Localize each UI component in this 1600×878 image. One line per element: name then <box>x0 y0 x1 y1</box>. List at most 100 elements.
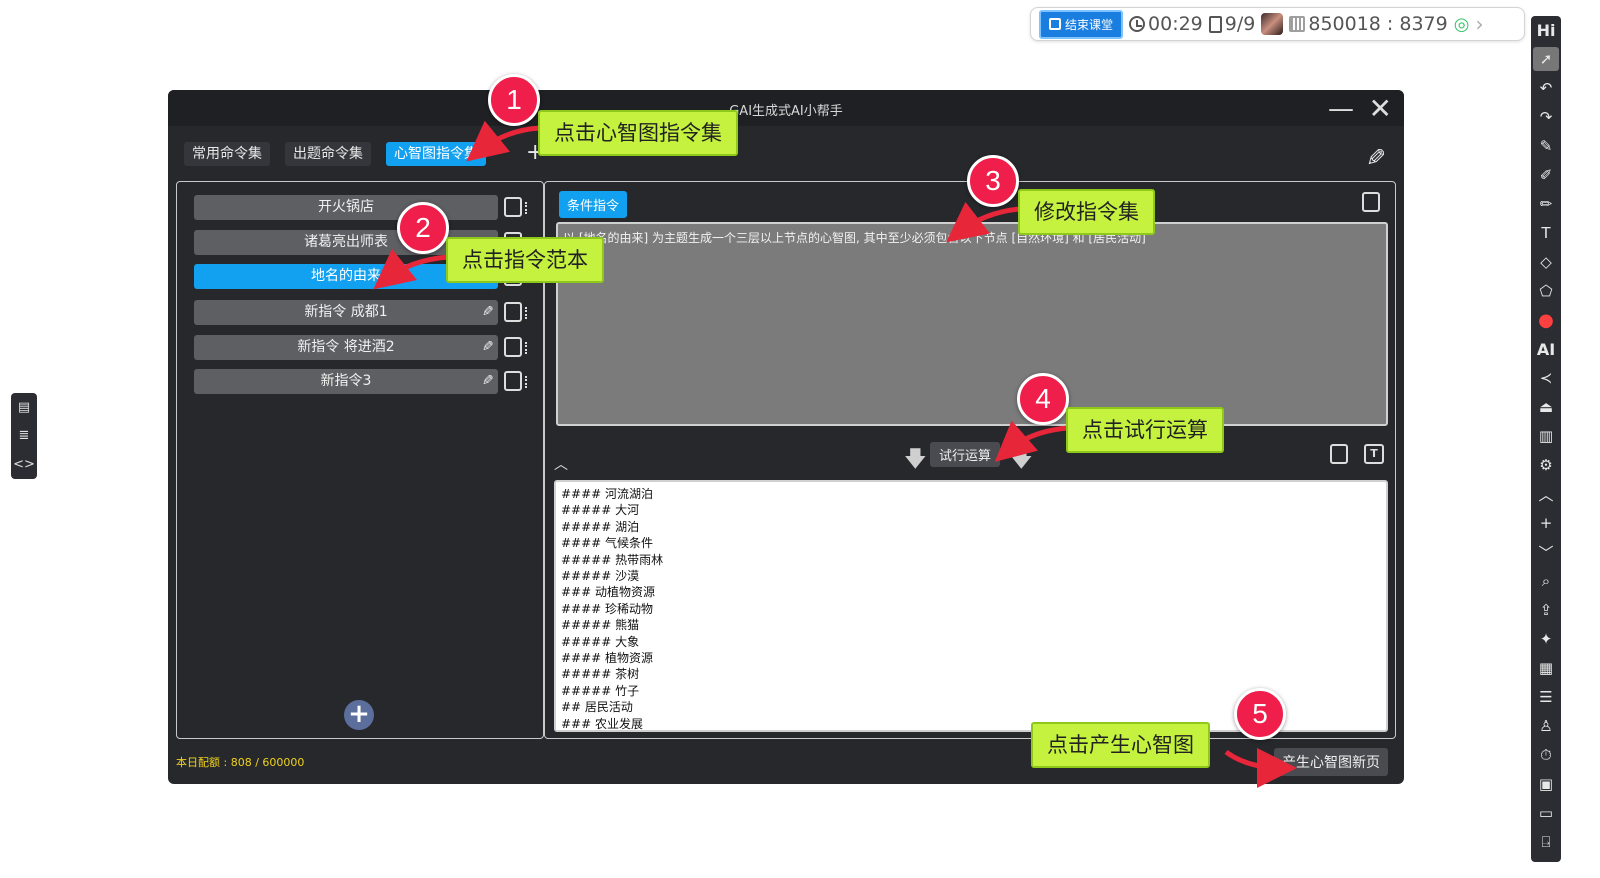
command-item[interactable]: 新指令 将进酒2 ✎ <box>194 335 498 360</box>
copy-icon[interactable] <box>504 197 527 217</box>
output-line: ### 动植物资源 <box>561 585 655 600</box>
command-list-panel <box>176 181 544 739</box>
classroom-status-bar: 结束课堂 00:29 9/9 850018 : 8379 ◎ › <box>1030 7 1525 41</box>
avatar[interactable] <box>1261 13 1284 35</box>
tab-common-commands[interactable]: 常用命令集 <box>184 142 270 166</box>
share-icon[interactable]: ≺ <box>1539 369 1553 387</box>
copy-icon[interactable] <box>504 302 527 322</box>
edit-icon[interactable]: ✎ <box>482 304 494 320</box>
timer: 00:29 <box>1129 13 1203 35</box>
eraser-icon[interactable]: ◇ <box>1540 253 1552 271</box>
command-label: 地名的由来 <box>311 268 381 284</box>
stamp-icon[interactable]: ⏏ <box>1538 398 1554 416</box>
image-icon[interactable]: ▣ <box>1538 775 1554 793</box>
page-counter: 9/9 <box>1208 13 1256 35</box>
callout-5: 点击产生心智图 <box>1031 722 1210 768</box>
code-icon[interactable]: <> <box>13 457 35 473</box>
copy-icon[interactable] <box>1362 192 1380 212</box>
command-label: 诸葛亮出师表 <box>304 234 388 250</box>
output-textarea[interactable]: #### 河流湖泊 ##### 大河 ##### 湖泊 #### 气候条件 ##… <box>554 480 1388 732</box>
menu-icon[interactable]: ≣ <box>18 428 30 444</box>
text-tool-icon[interactable]: T <box>1541 224 1551 242</box>
ai-icon[interactable]: AI <box>1536 339 1556 359</box>
highlighter-icon[interactable]: ✏ <box>1539 195 1553 213</box>
zoom-icon[interactable]: ⌕ <box>1541 572 1551 590</box>
end-class-button[interactable]: 结束课堂 <box>1039 9 1124 39</box>
chevron-right-icon[interactable]: › <box>1475 12 1484 36</box>
chevron-down-icon[interactable]: ﹀ <box>1538 543 1554 562</box>
page-value: 9/9 <box>1224 13 1256 35</box>
command-label: 开火锅店 <box>318 199 374 215</box>
prompt-textarea[interactable]: 以 [地名的由来] 为主题生成一个三层以上节点的心智图, 其中至少必须包含以下节… <box>556 222 1388 426</box>
room-code-value: 850018 : 8379 <box>1308 13 1448 35</box>
pen-icon[interactable]: ✎ <box>1539 137 1553 155</box>
command-item[interactable]: 新指令 成都1 ✎ <box>194 300 498 325</box>
stopwatch-icon[interactable]: ⏱ <box>1540 746 1552 764</box>
fill-icon[interactable]: ⬠ <box>1539 282 1553 300</box>
output-line: ##### 大河 <box>561 503 640 518</box>
clock-icon <box>1129 16 1146 32</box>
generate-mindmap-button[interactable]: 产生心智图新页 <box>1274 748 1388 776</box>
output-line: ## 居民活动 <box>561 700 633 715</box>
window-title: GAI生成式AI小帮手 <box>729 104 843 119</box>
text-export-icon[interactable]: T <box>1364 444 1384 464</box>
settings-icon[interactable]: ⚙ <box>1539 456 1553 474</box>
arrow-down-icon: 🡇 <box>1010 447 1033 472</box>
output-line: #### 植物资源 <box>561 651 654 666</box>
magic-icon[interactable]: ✦ <box>1539 630 1553 648</box>
window-titlebar <box>168 90 1404 126</box>
laser-pen-icon[interactable]: ✐ <box>1539 166 1553 184</box>
pointer-icon[interactable]: ➚ <box>1533 47 1559 71</box>
trash-icon[interactable]: ▥ <box>1538 427 1554 445</box>
output-line: ##### 竹子 <box>561 683 640 698</box>
step-badge-2: 2 <box>397 202 449 254</box>
signal-icon: ◎ <box>1453 13 1470 35</box>
trial-run-button[interactable]: 试行运算 <box>930 442 1001 467</box>
close-button[interactable]: ✕ <box>1368 92 1392 125</box>
copy-icon[interactable] <box>1330 444 1348 464</box>
arrow-down-icon: 🡇 <box>904 447 927 472</box>
command-item[interactable]: 新指令3 ✎ <box>194 369 498 394</box>
copy-icon[interactable] <box>504 337 527 357</box>
output-line: ##### 茶树 <box>561 667 640 682</box>
add-page-icon[interactable]: + <box>1539 514 1553 532</box>
step-badge-4: 4 <box>1017 373 1069 425</box>
command-item[interactable]: 开火锅店 <box>194 195 498 220</box>
callout-3: 修改指令集 <box>1018 189 1155 235</box>
exit-icon[interactable]: ⍈ <box>1541 833 1551 851</box>
command-label: 新指令3 <box>320 373 372 389</box>
collapse-icon[interactable]: ︿ <box>554 457 568 473</box>
tab-quiz-commands[interactable]: 出题命令集 <box>285 142 371 166</box>
hi-logo-icon[interactable]: Hi <box>1536 20 1556 40</box>
chevron-up-icon[interactable]: ︿ <box>1538 485 1554 504</box>
command-label: 新指令 成都1 <box>304 304 388 320</box>
screen-icon[interactable]: ▭ <box>1538 804 1554 822</box>
tab-mindmap-commands[interactable]: 心智图指令集 <box>386 142 486 166</box>
edit-icon[interactable]: ✎ <box>1365 144 1386 172</box>
minimize-button[interactable]: — <box>1328 94 1354 124</box>
command-label: 新指令 将进酒2 <box>297 339 395 355</box>
add-command-button[interactable]: + <box>344 700 374 730</box>
list-icon[interactable]: ☰ <box>1539 688 1553 706</box>
copy-icon[interactable] <box>504 371 527 391</box>
step-badge-3: 3 <box>967 155 1019 207</box>
qr-code-icon <box>1289 16 1306 32</box>
output-line: ##### 热带雨林 <box>561 552 664 567</box>
callout-2: 点击指令范本 <box>446 237 604 283</box>
edit-icon[interactable]: ✎ <box>482 373 494 389</box>
left-mini-panel: ▤ ≣ <> <box>11 393 37 479</box>
undo-icon[interactable]: ↶ <box>1539 79 1553 97</box>
apps-grid-icon[interactable]: ▦ <box>1538 659 1554 677</box>
condition-command-tag: 条件指令 <box>559 191 628 218</box>
document-icon[interactable]: ▤ <box>17 399 31 415</box>
edit-icon[interactable]: ✎ <box>482 339 494 355</box>
output-line: ##### 沙漠 <box>561 569 640 584</box>
upload-icon[interactable]: ⇪ <box>1539 601 1553 619</box>
users-icon[interactable]: ♙ <box>1539 717 1553 735</box>
palette-icon[interactable]: ● <box>1538 309 1554 331</box>
room-code[interactable]: 850018 : 8379 <box>1289 13 1448 35</box>
output-line: ##### 大象 <box>561 634 640 649</box>
output-line: #### 河流湖泊 <box>561 487 654 501</box>
page-icon <box>1208 15 1222 33</box>
redo-icon[interactable]: ↷ <box>1539 108 1553 126</box>
